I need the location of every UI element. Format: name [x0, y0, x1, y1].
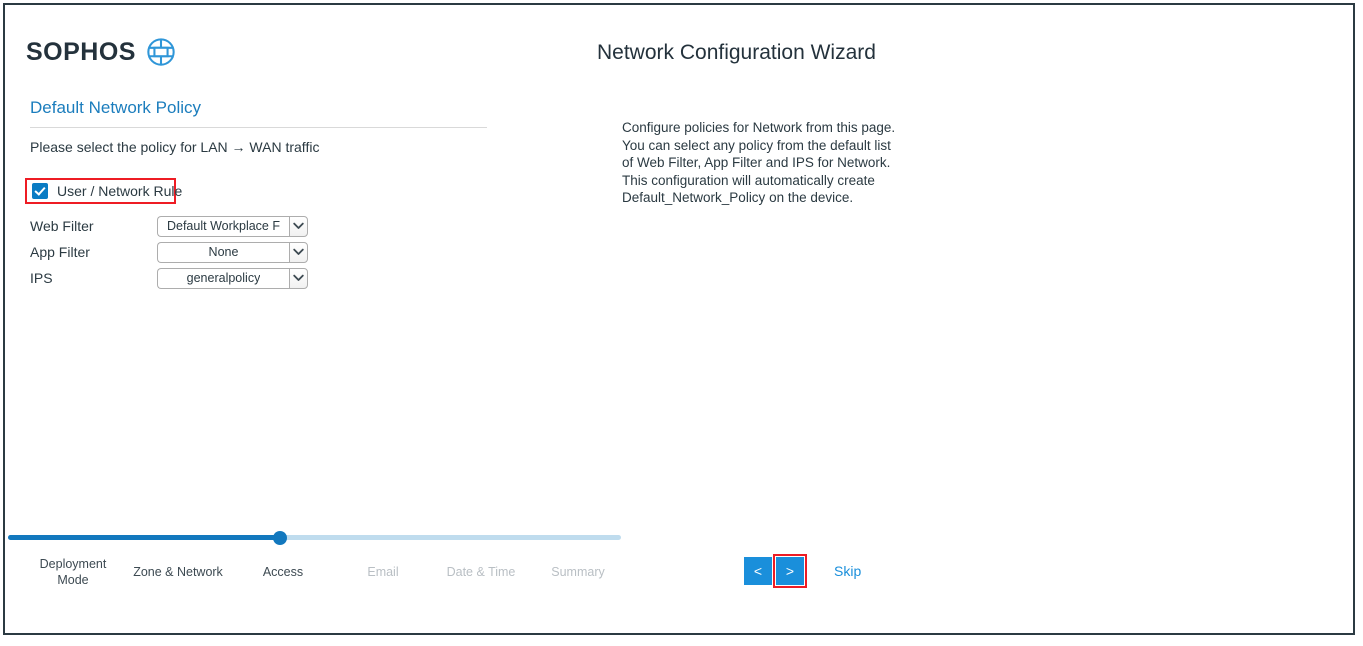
- chevron-down-icon[interactable]: [289, 241, 308, 263]
- step-label-email[interactable]: Email: [367, 565, 399, 579]
- checkbox-checked-icon[interactable]: [32, 183, 48, 199]
- progress-fill: [8, 535, 282, 540]
- web-filter-select-box[interactable]: Default Workplace F: [157, 215, 289, 237]
- skip-link[interactable]: Skip: [834, 563, 862, 579]
- form-row-web-filter: Web Filter Default Workplace F: [30, 215, 308, 237]
- step-label-date-time[interactable]: Date & Time: [446, 565, 516, 579]
- step-label-access[interactable]: Access: [262, 565, 304, 579]
- form-row-app-filter: App Filter None: [30, 241, 308, 263]
- field-label-app-filter: App Filter: [30, 244, 90, 260]
- app-filter-select[interactable]: None: [157, 241, 308, 263]
- ips-value: generalpolicy: [186, 271, 261, 285]
- step-label-deployment-mode[interactable]: Deployment Mode: [39, 557, 107, 587]
- globe-icon: [147, 38, 175, 66]
- progress-track: [8, 535, 621, 540]
- window-frame: SOPHOS Default Network Policy Please sel…: [3, 3, 1355, 635]
- field-label-web-filter: Web Filter: [30, 218, 94, 234]
- panel-title: Default Network Policy: [30, 98, 202, 117]
- next-button[interactable]: >: [776, 557, 804, 585]
- ips-select[interactable]: generalpolicy: [157, 267, 308, 289]
- chevron-down-icon[interactable]: [289, 267, 308, 289]
- panel-divider: [30, 127, 487, 128]
- step-label-summary[interactable]: Summary: [551, 565, 605, 579]
- field-label-ips: IPS: [30, 270, 53, 286]
- brand-name: SOPHOS: [26, 37, 136, 66]
- app-filter-select-box[interactable]: None: [157, 241, 289, 263]
- user-network-rule-checkbox-row[interactable]: User / Network Rule: [25, 178, 182, 204]
- sophos-logo: SOPHOS: [26, 37, 176, 67]
- ips-select-box[interactable]: generalpolicy: [157, 267, 289, 289]
- web-filter-select[interactable]: Default Workplace F: [157, 215, 308, 237]
- web-filter-value: Default Workplace F: [166, 219, 280, 233]
- instruction-text: Please select the policy for LAN → WAN t…: [30, 139, 320, 155]
- checkbox-label: User / Network Rule: [57, 183, 183, 199]
- wizard-title: Network Configuration Wizard: [597, 41, 876, 64]
- previous-button[interactable]: <: [744, 557, 772, 585]
- chevron-down-icon[interactable]: [289, 215, 308, 237]
- step-label-zone-network[interactable]: Zone & Network: [133, 565, 223, 579]
- wizard-description: Configure policies for Network from this…: [622, 120, 896, 205]
- app-filter-value: None: [208, 245, 239, 259]
- form-row-ips: IPS generalpolicy: [30, 267, 308, 289]
- progress-current-dot: [273, 531, 287, 545]
